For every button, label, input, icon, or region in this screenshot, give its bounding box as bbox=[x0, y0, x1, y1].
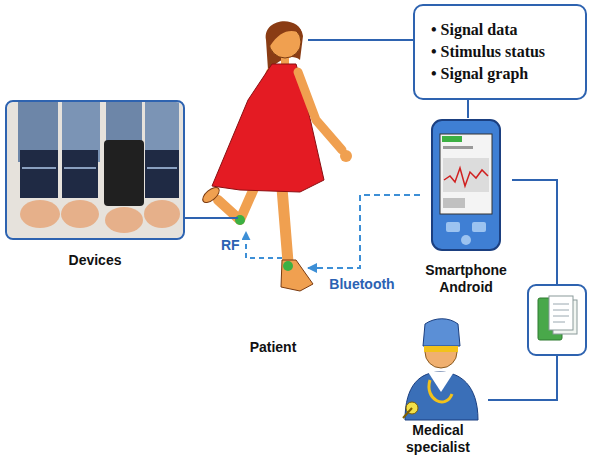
specialist-illustration-part bbox=[424, 346, 458, 352]
patient-figure: Patient bbox=[238, 20, 308, 358]
smartphone-illustration-part bbox=[443, 158, 489, 192]
device-photo bbox=[7, 102, 183, 238]
node-label: Devices bbox=[7, 252, 183, 269]
device-photo-part bbox=[64, 167, 96, 169]
connector bbox=[467, 100, 469, 118]
panel-item: • Signal graph bbox=[431, 63, 575, 85]
panel-item: • Signal data bbox=[431, 19, 575, 41]
device-photo-part bbox=[144, 200, 180, 228]
patient-illustration-part bbox=[235, 215, 245, 225]
document-box-part bbox=[553, 304, 569, 305]
specialist-illustration bbox=[403, 319, 478, 420]
patient-illustration-part bbox=[266, 21, 303, 70]
connector bbox=[185, 217, 238, 219]
specialist-figure: Medical specialist bbox=[388, 318, 488, 458]
device-photo-part bbox=[22, 167, 56, 169]
device-photo-part bbox=[104, 140, 144, 206]
patient-illustration-part bbox=[340, 150, 352, 162]
smartphone-illustration-part bbox=[446, 222, 460, 232]
specialist-illustration-part bbox=[405, 372, 478, 420]
specialist-illustration-part bbox=[423, 319, 460, 346]
smartphone-illustration-part bbox=[440, 134, 492, 214]
info-panel: • Signal data• Stimulus status• Signal g… bbox=[413, 4, 587, 100]
specialist-illustration-part bbox=[428, 372, 454, 392]
patient-illustration-part bbox=[212, 64, 324, 192]
device-photo-part bbox=[7, 102, 183, 238]
smartphone-illustration-part bbox=[472, 222, 486, 232]
smartphone-illustration-part bbox=[443, 146, 473, 149]
connector bbox=[308, 39, 413, 41]
patient-illustration-part bbox=[218, 186, 255, 220]
label-holder: RF bbox=[219, 236, 242, 254]
patient-illustration-part bbox=[283, 261, 293, 271]
device-photo-part bbox=[105, 207, 143, 233]
device-photo-part bbox=[61, 200, 99, 228]
device-photo-part bbox=[145, 150, 179, 198]
document-box-part bbox=[553, 310, 569, 311]
document-box-part bbox=[553, 316, 569, 317]
patient-illustration-part bbox=[200, 185, 222, 206]
edge-label-holder: Bluetooth bbox=[327, 275, 396, 293]
device-photo-part bbox=[147, 167, 177, 169]
patient-illustration-part bbox=[246, 232, 282, 258]
signal-label: RF bbox=[219, 237, 242, 253]
document-box-part bbox=[549, 296, 573, 330]
device-photo-part bbox=[20, 200, 60, 228]
edge-label: Bluetooth bbox=[327, 276, 396, 292]
patient-illustration-part bbox=[298, 72, 342, 150]
device-photo-box: Devices bbox=[5, 100, 185, 240]
patient-illustration-part bbox=[282, 188, 288, 262]
node-label: Medical specialist bbox=[388, 422, 488, 456]
specialist-illustration-part bbox=[429, 380, 452, 402]
patient-illustration-part bbox=[281, 260, 313, 291]
smartphone-illustration-part bbox=[442, 136, 462, 142]
device-photo-part bbox=[62, 150, 98, 198]
smartphone-illustration-part bbox=[444, 168, 488, 186]
specialist-illustration-part bbox=[403, 408, 412, 418]
smartphone-illustration bbox=[432, 120, 500, 250]
patient-illustration-part bbox=[268, 23, 302, 46]
document-box-part bbox=[528, 285, 586, 355]
connector bbox=[308, 195, 420, 268]
patient-illustration bbox=[200, 21, 352, 291]
smartphone-illustration-part bbox=[461, 235, 471, 245]
document-box-part bbox=[553, 322, 565, 323]
smartphone-illustration-part bbox=[432, 120, 500, 250]
smartphone-illustration-part bbox=[443, 198, 465, 208]
node-label: Patient bbox=[250, 339, 297, 356]
device-photo-part bbox=[20, 150, 58, 198]
node-label: Smartphone Android bbox=[420, 262, 512, 296]
panel-item: • Stimulus status bbox=[431, 41, 575, 63]
smartphone-device: Smartphone Android bbox=[420, 118, 512, 298]
